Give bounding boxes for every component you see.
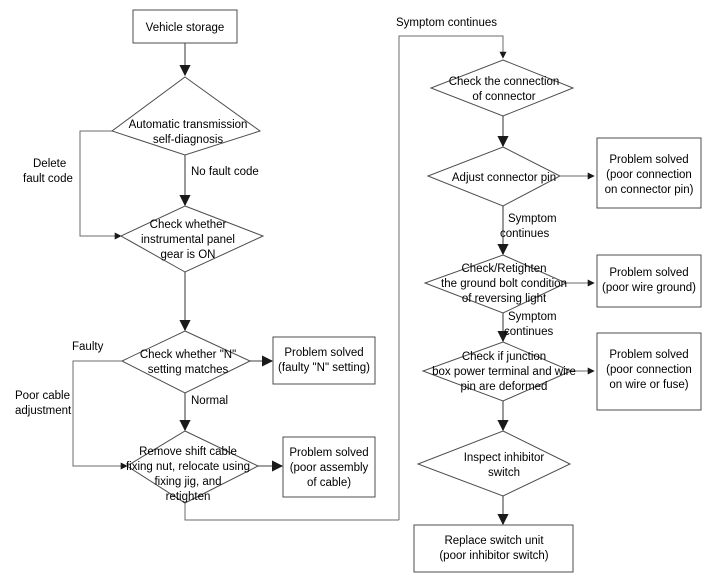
edge-left-to-right-branch [184, 503, 399, 521]
node-problem-solved-n-setting[interactable]: Problem solved (faulty "N" setting) [272, 336, 376, 385]
node-inspect-inhibitor-switch-line-0: Inspect inhibitor [464, 452, 545, 464]
node-problem-solved-n-setting-line-0: Problem solved [284, 347, 363, 359]
node-problem-solved-cable[interactable]: Problem solved (poor assembly of cable) [282, 436, 376, 498]
node-check-retighten-ground-bolt-line-1: the ground bolt condition [441, 278, 567, 290]
node-check-instrumental-panel-gear[interactable]: Check whether instrumental panel gear is… [119, 205, 265, 273]
edge-label-poor-cable-adjustment-line-1: adjustment [15, 405, 72, 417]
node-remove-shift-cable-line-3: retighten [166, 491, 211, 503]
node-check-instrumental-panel-gear-line-1: instrumental panel [141, 234, 235, 246]
node-check-junction-box-terminal[interactable]: Check if junction box power terminal and… [421, 341, 576, 402]
node-problem-solved-wire-ground-line-1: (poor wire ground) [602, 282, 696, 294]
edge-label-delete-fault-code-line-0: Delete [33, 158, 66, 170]
node-problem-solved-cable-line-2: of cable) [307, 477, 351, 489]
node-check-retighten-ground-bolt[interactable]: Check/Retighten the ground bolt conditio… [423, 254, 568, 314]
node-problem-solved-cable-line-1: (poor assembly [290, 462, 369, 474]
node-check-connection-of-connector[interactable]: Check the connection of connector [429, 59, 575, 117]
edge-label-symptom-continues-1-line-1: continues [500, 228, 549, 240]
node-problem-solved-n-setting-line-1: (faulty "N" setting) [278, 362, 370, 374]
node-problem-solved-connector-pin-line-2: on connector pin) [605, 184, 694, 196]
node-problem-solved-wire-or-fuse[interactable]: Problem solved (poor connection on wire … [596, 332, 702, 411]
node-adjust-connector-pin[interactable]: Adjust connector pin [426, 146, 562, 207]
node-check-connection-of-connector-line-1: of connector [472, 91, 535, 103]
node-auto-trans-self-diagnosis[interactable]: Automatic transmission self-diagnosis [110, 76, 262, 156]
node-inspect-inhibitor-switch[interactable]: Inspect inhibitor switch [416, 430, 572, 497]
node-replace-switch-unit-line-0: Replace switch unit [444, 535, 544, 547]
node-problem-solved-connector-pin-line-1: (poor connection [606, 169, 692, 181]
node-inspect-inhibitor-switch-line-1: switch [488, 467, 520, 479]
node-replace-switch-unit[interactable]: Replace switch unit (poor inhibitor swit… [413, 524, 574, 573]
node-problem-solved-connector-pin-line-0: Problem solved [609, 154, 688, 166]
node-remove-shift-cable-line-2: fixing jig, and [154, 476, 221, 488]
node-problem-solved-wire-ground[interactable]: Problem solved (poor wire ground) [596, 254, 702, 308]
node-check-retighten-ground-bolt-line-0: Check/Retighten [461, 263, 546, 275]
node-remove-shift-cable[interactable]: Remove shift cable fixing nut, relocate … [126, 430, 260, 504]
edge-poor-cable-loop [72, 360, 128, 470]
node-check-n-setting[interactable]: Check whether "N" setting matches [120, 330, 252, 394]
node-remove-shift-cable-line-0: Remove shift cable [139, 446, 237, 458]
node-vehicle-storage[interactable]: Vehicle storage [132, 9, 238, 44]
node-remove-shift-cable-line-1: fixing nut, relocate using [126, 461, 250, 473]
node-check-junction-box-terminal-line-2: pin are deformed [461, 381, 548, 393]
node-check-junction-box-terminal-line-1: box power terminal and wire [432, 366, 576, 378]
node-check-instrumental-panel-gear-line-0: Check whether [150, 219, 227, 231]
node-check-instrumental-panel-gear-line-2: gear is ON [161, 249, 216, 261]
edge-label-symptom-continues-1-line-0: Symptom [508, 213, 557, 225]
node-auto-trans-self-diagnosis-line-0: Automatic transmission [129, 119, 248, 131]
node-problem-solved-connector-pin[interactable]: Problem solved (poor connection on conne… [596, 137, 702, 209]
edge-delete-fault-code-loop [79, 130, 122, 240]
edge-label-faulty: Faulty [72, 341, 104, 353]
node-auto-trans-self-diagnosis-line-1: self-diagnosis [153, 134, 224, 146]
edge-label-symptom-continues-top: Symptom continues [396, 17, 497, 29]
node-check-n-setting-line-0: Check whether "N" [140, 349, 236, 361]
edge-label-normal: Normal [191, 395, 228, 407]
node-check-connection-of-connector-line-0: Check the connection [449, 76, 560, 88]
node-check-n-setting-line-1: setting matches [148, 364, 229, 376]
node-problem-solved-wire-or-fuse-line-0: Problem solved [609, 349, 688, 361]
node-problem-solved-wire-or-fuse-line-2: on wire or fuse) [609, 379, 688, 391]
edge-label-symptom-continues-2-line-1: continues [504, 326, 553, 338]
node-problem-solved-cable-line-0: Problem solved [289, 447, 368, 459]
node-problem-solved-wire-ground-line-0: Problem solved [609, 267, 688, 279]
node-vehicle-storage-line-0: Vehicle storage [146, 22, 225, 34]
node-problem-solved-wire-or-fuse-line-1: (poor connection [606, 364, 692, 376]
edge-label-poor-cable-adjustment-line-0: Poor cable [15, 390, 70, 402]
edge-label-delete-fault-code-line-1: fault code [23, 173, 73, 185]
edge-symptom-continues-rail [398, 35, 507, 520]
node-adjust-connector-pin-line-0: Adjust connector pin [452, 172, 556, 184]
edge-label-no-fault-code: No fault code [191, 166, 259, 178]
node-check-retighten-ground-bolt-line-2: of reversing light [462, 293, 547, 305]
node-check-junction-box-terminal-line-0: Check if junction [462, 351, 546, 363]
edge-label-symptom-continues-2-line-0: Symptom [508, 311, 557, 323]
node-replace-switch-unit-line-1: (poor inhibitor switch) [439, 550, 548, 562]
